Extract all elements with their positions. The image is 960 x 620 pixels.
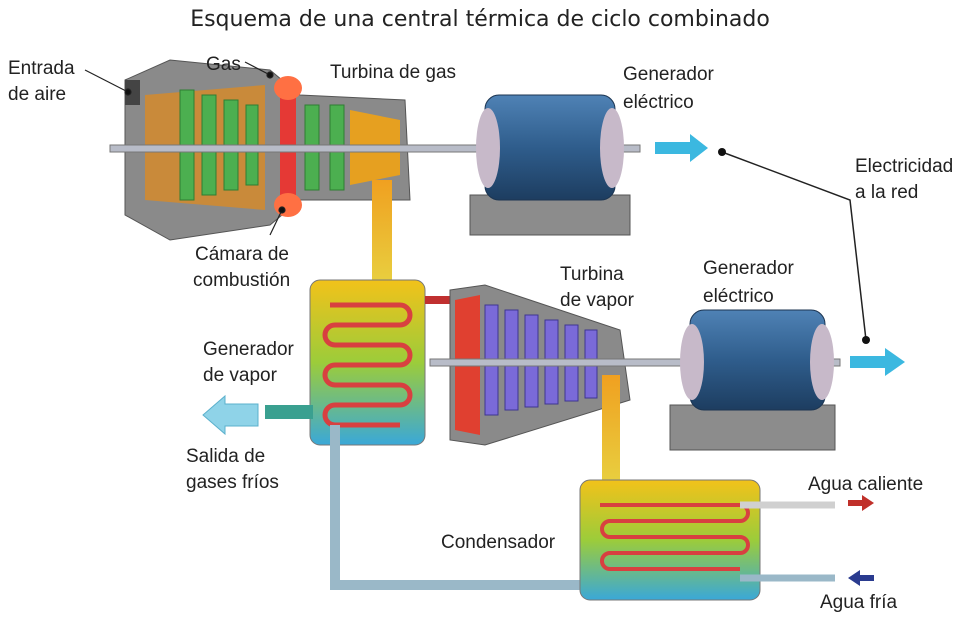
electric-generator-2 [669,309,836,451]
label-combustion-chamber: Cámara de [195,244,289,265]
hot-water-arrow [848,495,874,511]
label-generator-2: Generador [703,258,795,279]
electricity-arrow-2 [850,348,905,376]
label-steam-generator: Generador [203,339,295,360]
label-combustion-chamber-2: combustión [193,270,290,291]
label-electricity: Electricidad [855,156,953,177]
condenser [579,479,835,601]
exhaust-pipe [372,180,392,285]
label-condenser: Condensador [441,532,556,553]
cold-water-arrow [848,570,874,586]
leader-electricity [721,151,867,341]
shaft-2 [429,358,841,367]
return-pipe [330,425,590,590]
label-generator-1-2: eléctrico [623,92,694,113]
electric-generator-1 [469,94,631,236]
label-exhaust: Salida de [186,446,265,467]
label-cold-water: Agua fría [820,592,898,613]
label-exhaust-2: gases fríos [186,472,279,493]
label-steam-turbine-2: de vapor [560,290,635,311]
exhaust-arrow [202,394,259,436]
label-air-inlet-2: de aire [8,84,66,105]
label-steam-generator-2: de vapor [203,365,278,386]
label-gas: Gas [206,54,241,75]
label-air-inlet: Entrada [8,58,75,79]
shaft-1 [109,144,641,153]
label-hot-water: Agua caliente [808,474,923,495]
diagram-title: Esquema de una central térmica de ciclo … [190,7,770,32]
steam-pipe [602,375,620,485]
electricity-arrow-1 [655,134,708,162]
label-gas-turbine: Turbina de gas [330,62,456,83]
label-generator-1: Generador [623,64,715,85]
label-steam-turbine: Turbina [560,264,624,285]
label-electricity-2: a la red [855,182,918,203]
label-generator-2-2: eléctrico [703,286,774,307]
